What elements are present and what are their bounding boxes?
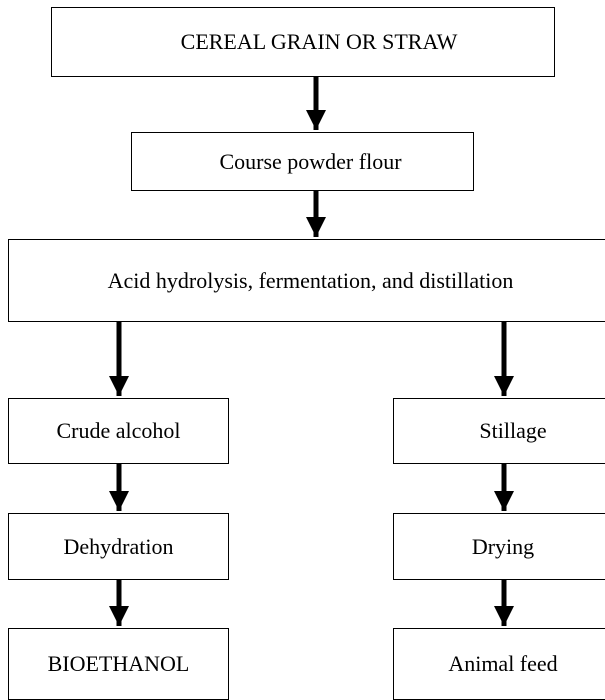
node-course-powder-flour: Course powder flour [131, 132, 474, 191]
node-label: Animal feed [448, 651, 558, 676]
node-label: BIOETHANOL [47, 651, 190, 676]
node-label: CEREAL GRAIN OR STRAW [180, 29, 458, 54]
node-drying: Drying [393, 513, 605, 580]
node-crude-alcohol: Crude alcohol [8, 398, 229, 464]
node-stillage: Stillage [393, 398, 605, 464]
node-label: Crude alcohol [56, 418, 181, 443]
node-label: Drying [471, 533, 535, 559]
node-label: Course powder flour [219, 148, 402, 174]
node-dehydration: Dehydration [8, 513, 229, 580]
node-cereal-grain-or-straw: CEREAL GRAIN OR STRAW [51, 7, 555, 77]
node-acid-hydrolysis: Acid hydrolysis, fermentation, and disti… [8, 239, 605, 322]
node-label: Stillage [479, 418, 547, 443]
node-animal-feed: Animal feed [393, 628, 605, 700]
node-label: Dehydration [63, 533, 174, 559]
node-bioethanol: BIOETHANOL [8, 628, 229, 700]
node-label: Acid hydrolysis, fermentation, and disti… [107, 267, 514, 293]
